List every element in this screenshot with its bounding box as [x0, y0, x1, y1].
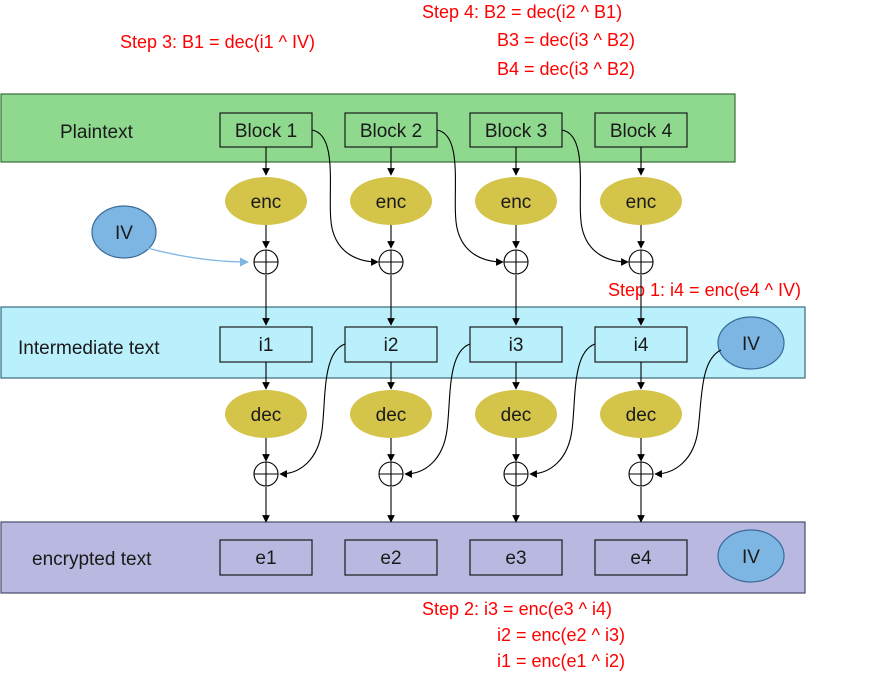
- left-iv-ellipse: [91, 205, 157, 259]
- dec-op-3: [475, 390, 557, 438]
- intermediate-block-4: i4: [634, 335, 649, 356]
- step2-line3: i1 = enc(e1 ^ i2): [497, 651, 625, 671]
- enc-op-1: [225, 177, 307, 225]
- intermediate-row: Intermediate text i1 i2 i3 i4 IV: [0, 306, 806, 379]
- dec-op-1-label: dec: [251, 405, 282, 426]
- encrypted-iv-ellipse: [717, 529, 785, 583]
- upper-arrows: [262, 147, 645, 326]
- dec-op-3-label: dec: [501, 405, 532, 426]
- left-iv-label: IV: [115, 223, 133, 244]
- encrypted-iv-label: IV: [742, 547, 760, 568]
- encrypted-row: encrypted text e1 e2 e3 e4 IV: [0, 521, 806, 594]
- encrypted-block-1: e1: [255, 548, 276, 569]
- enc-op-4-label: enc: [626, 192, 657, 213]
- intermediate-chain-arrows: [279, 343, 722, 478]
- step4-line1: Step 4: B2 = dec(i2 ^ B1): [422, 2, 622, 22]
- enc-op-1-label: enc: [251, 192, 282, 213]
- step2-line2: i2 = enc(e2 ^ i3): [497, 625, 625, 645]
- dec-op-2: [350, 390, 432, 438]
- enc-op-3-label: enc: [501, 192, 532, 213]
- step2-line1: Step 2: i3 = enc(e3 ^ i4): [422, 599, 612, 619]
- step4-line2: B3 = dec(i3 ^ B2): [497, 30, 635, 50]
- plaintext-block-2: Block 2: [360, 121, 422, 142]
- upper-xor-nodes: [253, 249, 654, 275]
- enc-op-3: [475, 177, 557, 225]
- encrypted-block-4: e4: [630, 548, 652, 569]
- plaintext-row: Plaintext Block 1 Block 2 Block 3 Block …: [0, 93, 736, 163]
- lower-xor-nodes: [253, 461, 654, 487]
- step1-label: Step 1: i4 = enc(e4 ^ IV): [608, 280, 801, 300]
- dec-op-1: [225, 390, 307, 438]
- plaintext-label: Plaintext: [60, 122, 134, 143]
- step4-line3: B4 = dec(i3 ^ B2): [497, 59, 635, 79]
- enc-op-2-label: enc: [376, 192, 407, 213]
- plaintext-block-4: Block 4: [610, 121, 673, 142]
- dec-op-4-label: dec: [626, 405, 657, 426]
- dec-op-2-label: dec: [376, 405, 407, 426]
- dec-op-4: [600, 390, 682, 438]
- intermediate-block-1: i1: [259, 335, 274, 356]
- lower-arrows: [262, 362, 645, 523]
- plaintext-chain-arrows: [311, 129, 629, 266]
- plaintext-block-1: Block 1: [235, 121, 297, 142]
- step3-label: Step 3: B1 = dec(i1 ^ IV): [120, 32, 315, 52]
- enc-op-4: [600, 177, 682, 225]
- intermediate-iv-ellipse: [717, 316, 785, 370]
- plaintext-block-3: Block 3: [485, 121, 547, 142]
- enc-op-2: [350, 177, 432, 225]
- iv-to-xor1-arrow: [146, 247, 249, 267]
- encrypted-block-2: e2: [380, 548, 401, 569]
- intermediate-block-3: i3: [509, 335, 524, 356]
- encrypted-block-3: e3: [505, 548, 526, 569]
- intermediate-block-2: i2: [384, 335, 399, 356]
- intermediate-iv-label: IV: [742, 334, 760, 355]
- intermediate-label: Intermediate text: [18, 338, 160, 359]
- encrypted-label: encrypted text: [32, 549, 152, 570]
